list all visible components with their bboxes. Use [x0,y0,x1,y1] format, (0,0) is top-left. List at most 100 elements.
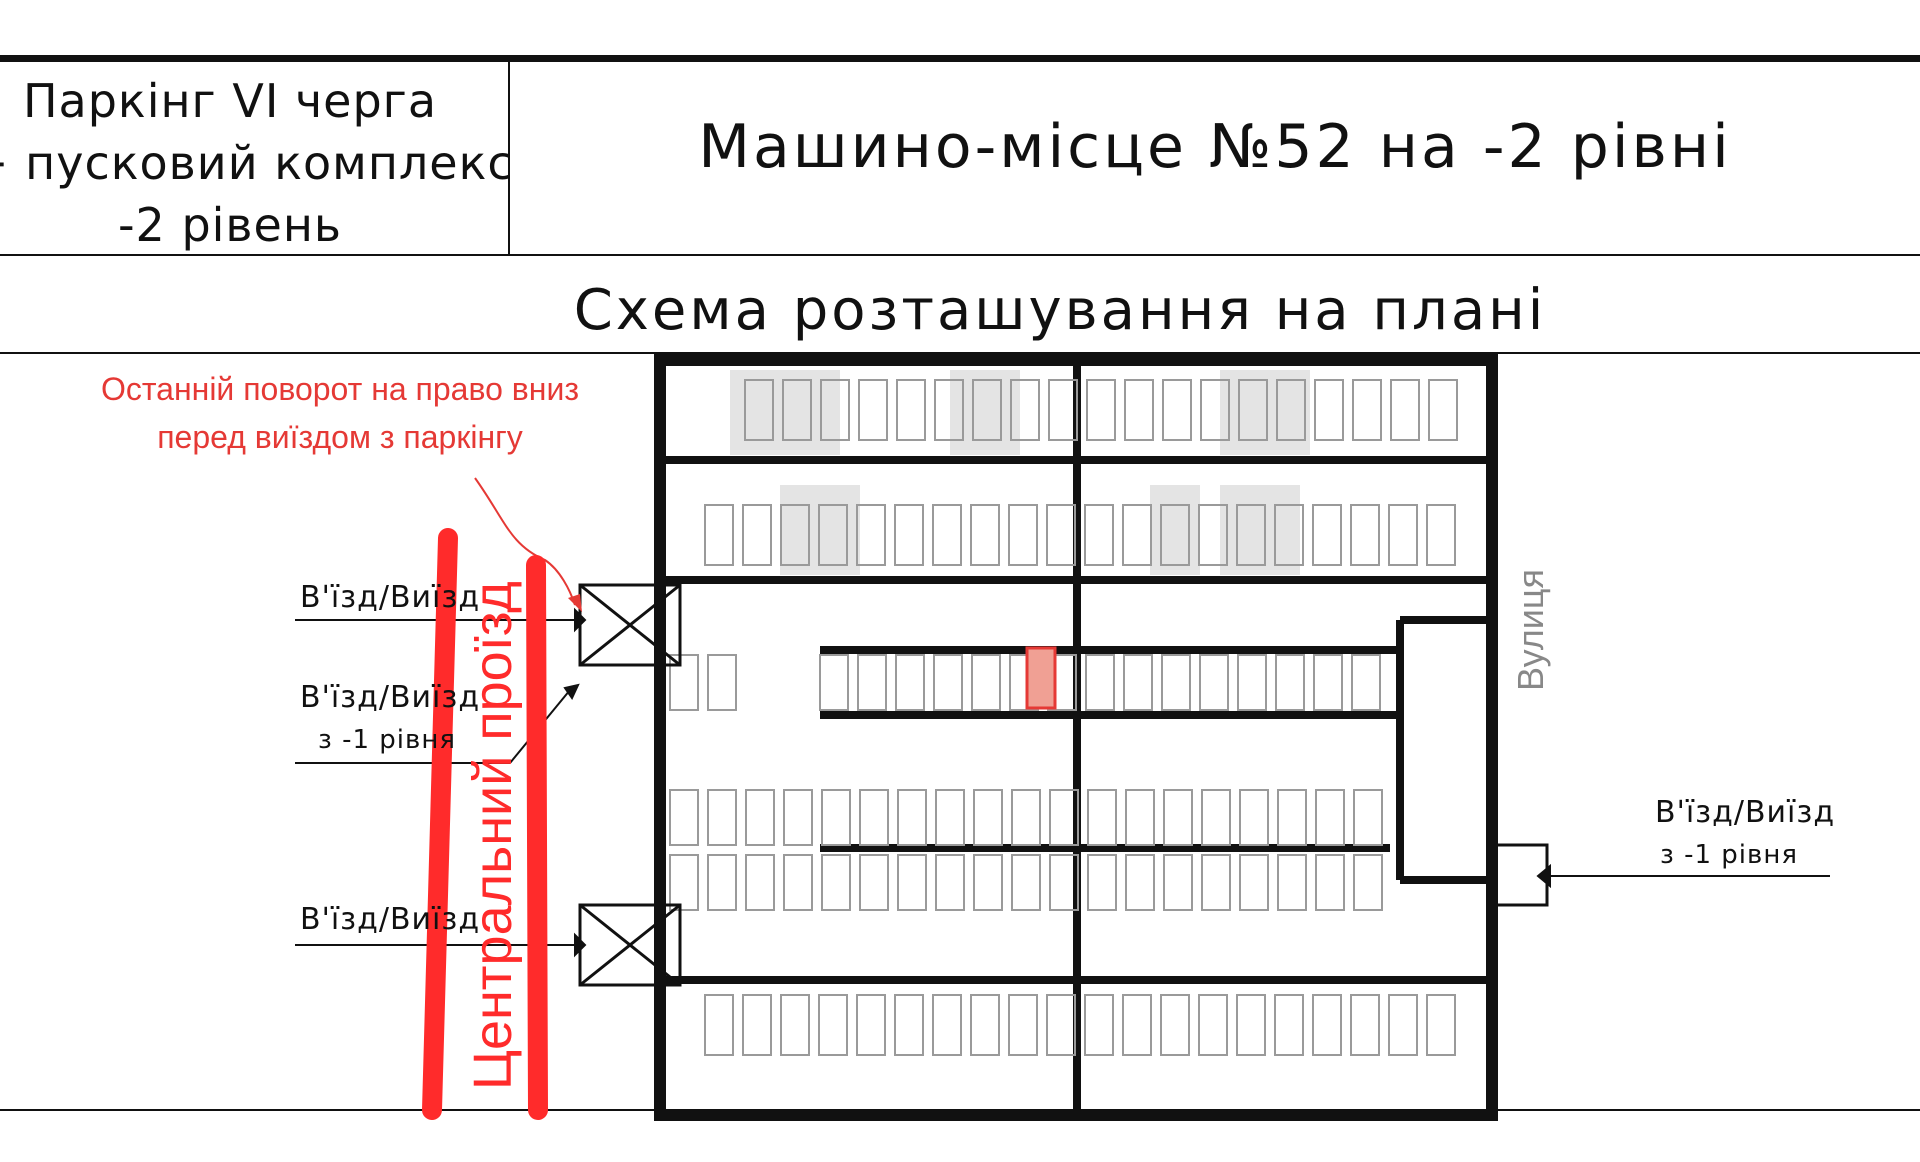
parking-spot [707,854,737,911]
parking-spot [894,504,924,566]
parking-spot [1163,854,1193,911]
parking-spot [1350,504,1380,566]
middle-rule [0,254,1920,256]
parking-spot [669,789,699,846]
parking-spot [819,654,849,711]
entrance-label-3: В'їзд/Виїзд [300,902,481,937]
parking-spot [1046,994,1076,1056]
parking-spot [745,789,775,846]
parking-spot [1352,379,1382,441]
route-annotation-line-2: перед виїздом з паркінгу [157,419,523,455]
parking-spot [707,654,737,711]
parking-spot [1008,504,1038,566]
parking-spot [1426,504,1456,566]
entrance-label-4-sub: з -1 рівня [1660,840,1798,870]
project-info: Паркінг VI черга + пусковий комплекс -2 … [0,70,514,256]
parking-spot [973,789,1003,846]
parking-spot [780,994,810,1056]
parking-spot [669,854,699,911]
parking-spot [1162,379,1192,441]
parking-spot [1312,994,1342,1056]
central-passage-label: Центральний проїзд [463,581,523,1090]
spot-title: Машино-місце №52 на -2 рівні [698,112,1732,182]
parking-spot [1239,854,1269,911]
parking-spot [744,379,774,441]
parking-spot [897,789,927,846]
central-passage-lines [422,528,548,1120]
parking-spot [859,789,889,846]
parking-spot [1277,789,1307,846]
parking-spot [1122,994,1152,1056]
scheme-title: Схема розташування на плані [573,278,1547,343]
parking-spot [704,504,734,566]
parking-spot [1315,854,1345,911]
parking-spot [1160,504,1190,566]
entrance-label-1: В'їзд/Виїзд [300,580,481,615]
parking-spot [1046,504,1076,566]
parking-spot [1084,994,1114,1056]
parking-spot [856,994,886,1056]
parking-spot [932,994,962,1056]
parking-spot [1048,379,1078,441]
parking-spot [1314,379,1344,441]
parking-spot [1161,654,1191,711]
parking-spot [1315,789,1345,846]
parking-spot [895,654,925,711]
entrance-label-2: В'їзд/Виїзд [300,680,481,715]
parking-spot [1125,854,1155,911]
parking-spot [783,789,813,846]
parking-spot [1313,654,1343,711]
parking-spot [971,654,1001,711]
parking-spot [783,854,813,911]
parking-spot [1011,854,1041,911]
parking-spot [1124,379,1154,441]
parking-spot [1390,379,1420,441]
parking-spot [707,789,737,846]
parking-spot [1388,994,1418,1056]
parking-spot [1201,854,1231,911]
parking-spot [1277,854,1307,911]
title-block: Паркінг VI черга + пусковий комплекс -2 … [0,0,1920,260]
parking-spot [1237,654,1267,711]
parking-spot [780,504,810,566]
parking-spot [1351,654,1381,711]
parking-spot [1201,789,1231,846]
project-line-2: + пусковий комплекс [0,136,514,190]
route-annotation-line-1: Останній поворот на право вниз [100,371,580,407]
parking-spot [1199,654,1229,711]
parking-spot [1085,654,1115,711]
parking-spot [858,379,888,441]
top-rule [0,55,1920,62]
parking-spot [934,379,964,441]
parking-spot [1236,994,1266,1056]
parking-spot [1125,789,1155,846]
parking-spot [782,379,812,441]
title-divider [508,62,510,254]
parking-spot [973,854,1003,911]
parking-spot [857,654,887,711]
parking-spot [1239,789,1269,846]
parking-spot [1428,379,1458,441]
parking-spot [972,379,1002,441]
parking-spot [818,994,848,1056]
parking-spots [669,379,1458,1056]
parking-spot [1350,994,1380,1056]
parking-spot [894,994,924,1056]
parking-spot [933,654,963,711]
parking-spot [896,379,926,441]
parking-spot [970,994,1000,1056]
parking-spot [1160,994,1190,1056]
parking-spot [1275,654,1305,711]
parking-spot [1084,504,1114,566]
spot-52-highlight[interactable] [1025,646,1057,710]
parking-spot [935,789,965,846]
route-annotation: Останній поворот на право вниз перед виї… [60,365,620,461]
parking-spot [897,854,927,911]
parking-spot [821,854,851,911]
parking-spot [1011,789,1041,846]
parking-spot [820,379,850,441]
parking-spot [1010,379,1040,441]
parking-spot [669,654,699,711]
parking-spot [970,504,1000,566]
